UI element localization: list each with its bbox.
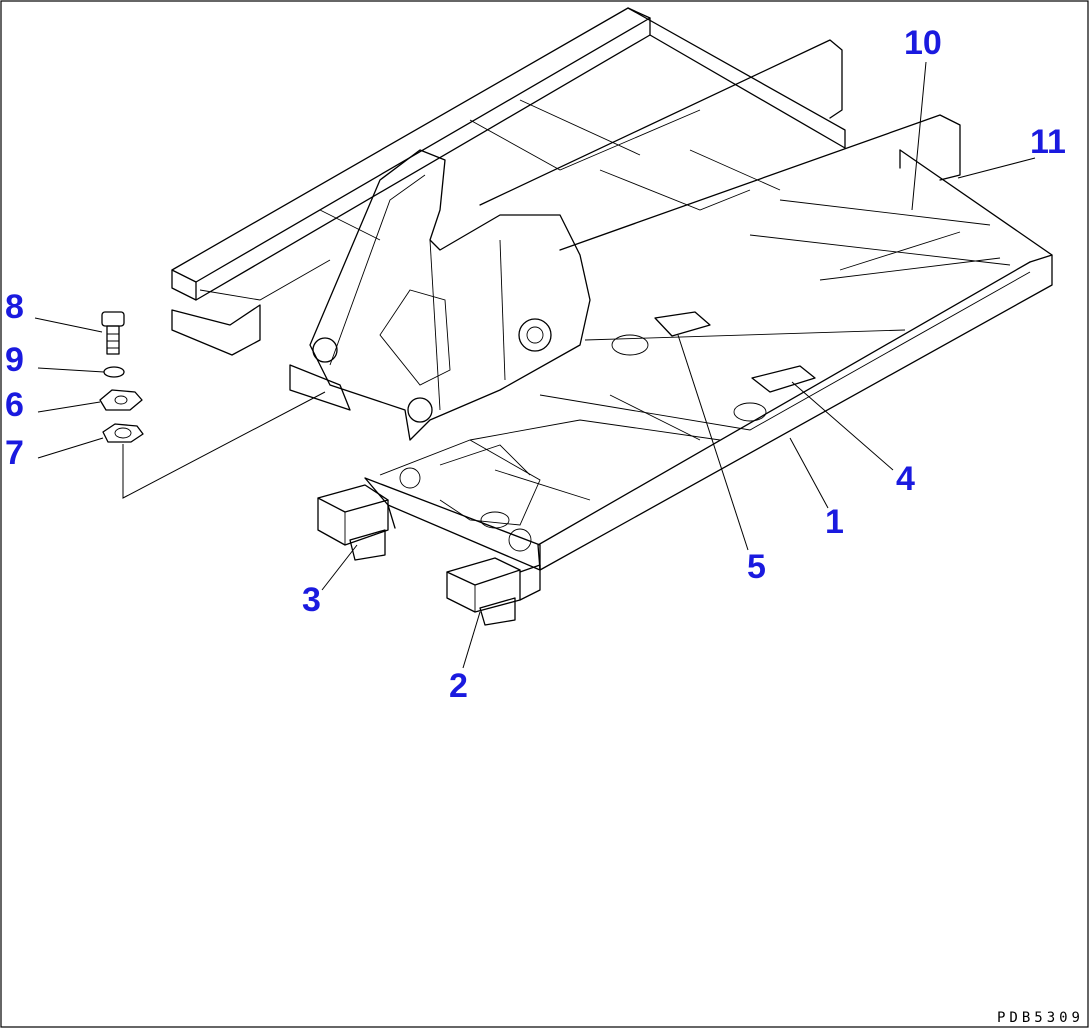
callout-5: 5 <box>747 548 766 586</box>
plate-part-4 <box>751 365 816 393</box>
callout-11: 11 <box>1030 123 1066 161</box>
main-frame <box>171 7 1053 571</box>
callout-1: 1 <box>825 503 844 541</box>
cover-part-6 <box>99 389 143 411</box>
callout-2: 2 <box>449 667 468 705</box>
callout-7: 7 <box>5 434 24 472</box>
callout-6: 6 <box>5 386 24 424</box>
plate-part-5 <box>654 311 711 337</box>
bracket-part-2 <box>446 557 541 626</box>
callout-3: 3 <box>302 581 321 619</box>
callout-9: 9 <box>5 341 24 379</box>
drawing-code: PDB5309 <box>996 1010 1084 1026</box>
bolt-part-8 <box>101 311 125 355</box>
gasket-part-7 <box>102 423 144 443</box>
callout-10: 10 <box>904 24 942 62</box>
callout-4: 4 <box>896 460 915 498</box>
leader-lines <box>34 61 1036 669</box>
washer-part-9 <box>103 366 125 378</box>
callout-8: 8 <box>5 288 24 326</box>
bracket-part-3 <box>317 484 389 561</box>
